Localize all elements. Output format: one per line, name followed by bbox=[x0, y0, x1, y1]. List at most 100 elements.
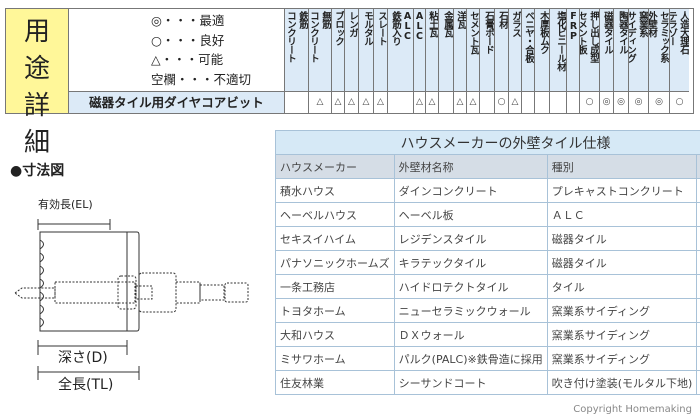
material-column: ガラス△ bbox=[508, 9, 521, 113]
material-column: 陶器タイル◎ bbox=[613, 9, 628, 113]
material-label: 鉄筋 コンクリート bbox=[285, 9, 308, 91]
suitability-value: ○ bbox=[495, 91, 508, 113]
material-column: 塩化ビニール材 bbox=[549, 9, 566, 113]
suitability-value: ◎ bbox=[600, 91, 613, 113]
house-maker-spec-table: ハウスメーカーの外壁タイル仕様 ハウスメーカー 外壁材名称 種別 硬さ 積水ハウ… bbox=[275, 130, 700, 395]
material-cell: ハイドロテクトタイル bbox=[393, 274, 548, 299]
label-char: 詳 bbox=[23, 91, 50, 121]
material-label: 石膏ボード bbox=[480, 9, 494, 91]
maker-cell: 一条工務店 bbox=[275, 274, 395, 299]
maker-cell: ヘーベルハウス bbox=[275, 202, 395, 227]
material-column: 人造大理石 テラゾー○ bbox=[669, 9, 689, 113]
material-column: スレート△ bbox=[373, 9, 387, 113]
usage-detail-label: 用 途 詳 細 bbox=[6, 9, 69, 158]
material-label: ブロック bbox=[332, 9, 344, 91]
material-column: ALC 鉄筋入り bbox=[387, 9, 413, 113]
material-label: 粘土瓦 bbox=[426, 9, 438, 91]
material-label: 人造大理石 テラゾー bbox=[670, 9, 689, 91]
suitability-value: △ bbox=[359, 91, 373, 113]
material-label: セラミック系 外壁材 bbox=[649, 9, 669, 91]
legend-possible: △・・・可能 bbox=[151, 52, 224, 67]
material-column: 窯業系 サイディング◎ bbox=[628, 9, 648, 113]
maker-cell: ミサワホーム bbox=[275, 346, 395, 371]
material-label: 磁器タイル bbox=[600, 9, 613, 91]
material-column: セラミック系 外壁材◎ bbox=[648, 9, 669, 113]
suitability-value: △ bbox=[454, 91, 466, 113]
total-length-label: 全長(TL) bbox=[58, 377, 114, 393]
material-column: 粘土瓦△ bbox=[425, 9, 438, 113]
suitability-value bbox=[285, 91, 308, 113]
copyright: Copyright Homemaking bbox=[573, 404, 692, 415]
material-label: 無筋 コンクリート bbox=[309, 9, 331, 91]
material-column: セメント瓦△ bbox=[466, 9, 479, 113]
type-cell: 磁器タイル bbox=[546, 250, 698, 275]
label-char: 途 bbox=[23, 54, 50, 84]
material-cell: パルク(PALC)※鉄骨造に採用 bbox=[393, 346, 548, 371]
material-cell: ＤＸウォール bbox=[393, 322, 548, 347]
material-cell: キラテックタイル bbox=[393, 250, 548, 275]
suitability-value: ○ bbox=[670, 91, 689, 113]
type-cell: 磁器タイル bbox=[546, 226, 698, 251]
material-label: モルタル bbox=[359, 9, 373, 91]
type-cell: 吹き付け塗装(モルタル下地) bbox=[546, 370, 698, 395]
suitability-value: △ bbox=[426, 91, 438, 113]
type-cell: 窯業系サイディング bbox=[546, 322, 698, 347]
suitability-value: △ bbox=[467, 91, 479, 113]
header-maker: ハウスメーカー bbox=[275, 154, 395, 179]
material-columns: 鉄筋 コンクリート無筋 コンクリート△ブロック△レンガ△モルタル△スレート△AL… bbox=[284, 9, 689, 113]
product-name: 磁器タイル用ダイヤコアビット bbox=[69, 91, 284, 113]
suitability-value bbox=[522, 91, 534, 113]
material-column: モルタル△ bbox=[358, 9, 373, 113]
suitability-value: ○ bbox=[580, 91, 599, 113]
material-column: ベニヤ・合板 bbox=[521, 9, 534, 113]
legend-good: ○・・・良好 bbox=[151, 32, 225, 48]
type-cell: 窯業系サイディング bbox=[546, 346, 698, 371]
material-column: FRP bbox=[566, 9, 579, 113]
material-label: ガラス bbox=[509, 9, 521, 91]
suitability-value bbox=[535, 91, 549, 113]
dimension-diagram bbox=[14, 219, 249, 380]
material-label: 塩化ビニール材 bbox=[550, 9, 566, 91]
material-column: 石膏ボード bbox=[479, 9, 494, 113]
suitability-value: △ bbox=[309, 91, 331, 113]
type-cell: 窯業系サイディング bbox=[546, 298, 698, 323]
suitability-value: △ bbox=[509, 91, 521, 113]
type-cell: タイル bbox=[546, 274, 698, 299]
material-column: 金属瓦 bbox=[438, 9, 453, 113]
material-label: ベニヤ・合板 bbox=[522, 9, 534, 91]
material-label: スレート bbox=[374, 9, 387, 91]
material-column: 鉄筋 コンクリート bbox=[284, 9, 308, 113]
material-label: 陶器タイル bbox=[614, 9, 628, 91]
material-cell: ニューセラミックウォール bbox=[393, 298, 548, 323]
effective-length-label: 有効長(EL) bbox=[38, 198, 93, 211]
header-material: 外壁材名称 bbox=[393, 154, 548, 179]
dimension-diagram-title: ●寸法図 bbox=[10, 163, 65, 179]
maker-cell: セキスイハイム bbox=[275, 226, 395, 251]
material-label: ALC bbox=[414, 9, 425, 91]
suitability-value: ◎ bbox=[614, 91, 628, 113]
label-char: 細 bbox=[23, 128, 50, 158]
maker-cell: 住友林業 bbox=[275, 370, 395, 395]
material-label: 木厚板ムク bbox=[535, 9, 549, 91]
material-label: 金属瓦 bbox=[439, 9, 453, 91]
suitability-value bbox=[439, 91, 453, 113]
suitability-value: △ bbox=[332, 91, 344, 113]
suitability-value: ◎ bbox=[649, 91, 669, 113]
type-cell: ＡＬＣ bbox=[546, 202, 698, 227]
suitability-value bbox=[567, 91, 579, 113]
hardness-cell: ★ bbox=[696, 370, 700, 395]
material-cell: シーサンドコート bbox=[393, 370, 548, 395]
label-char: 用 bbox=[23, 17, 50, 47]
material-column: ALC△ bbox=[413, 9, 425, 113]
maker-cell: 積水ハウス bbox=[275, 178, 395, 203]
material-column: 木厚板ムク bbox=[534, 9, 549, 113]
